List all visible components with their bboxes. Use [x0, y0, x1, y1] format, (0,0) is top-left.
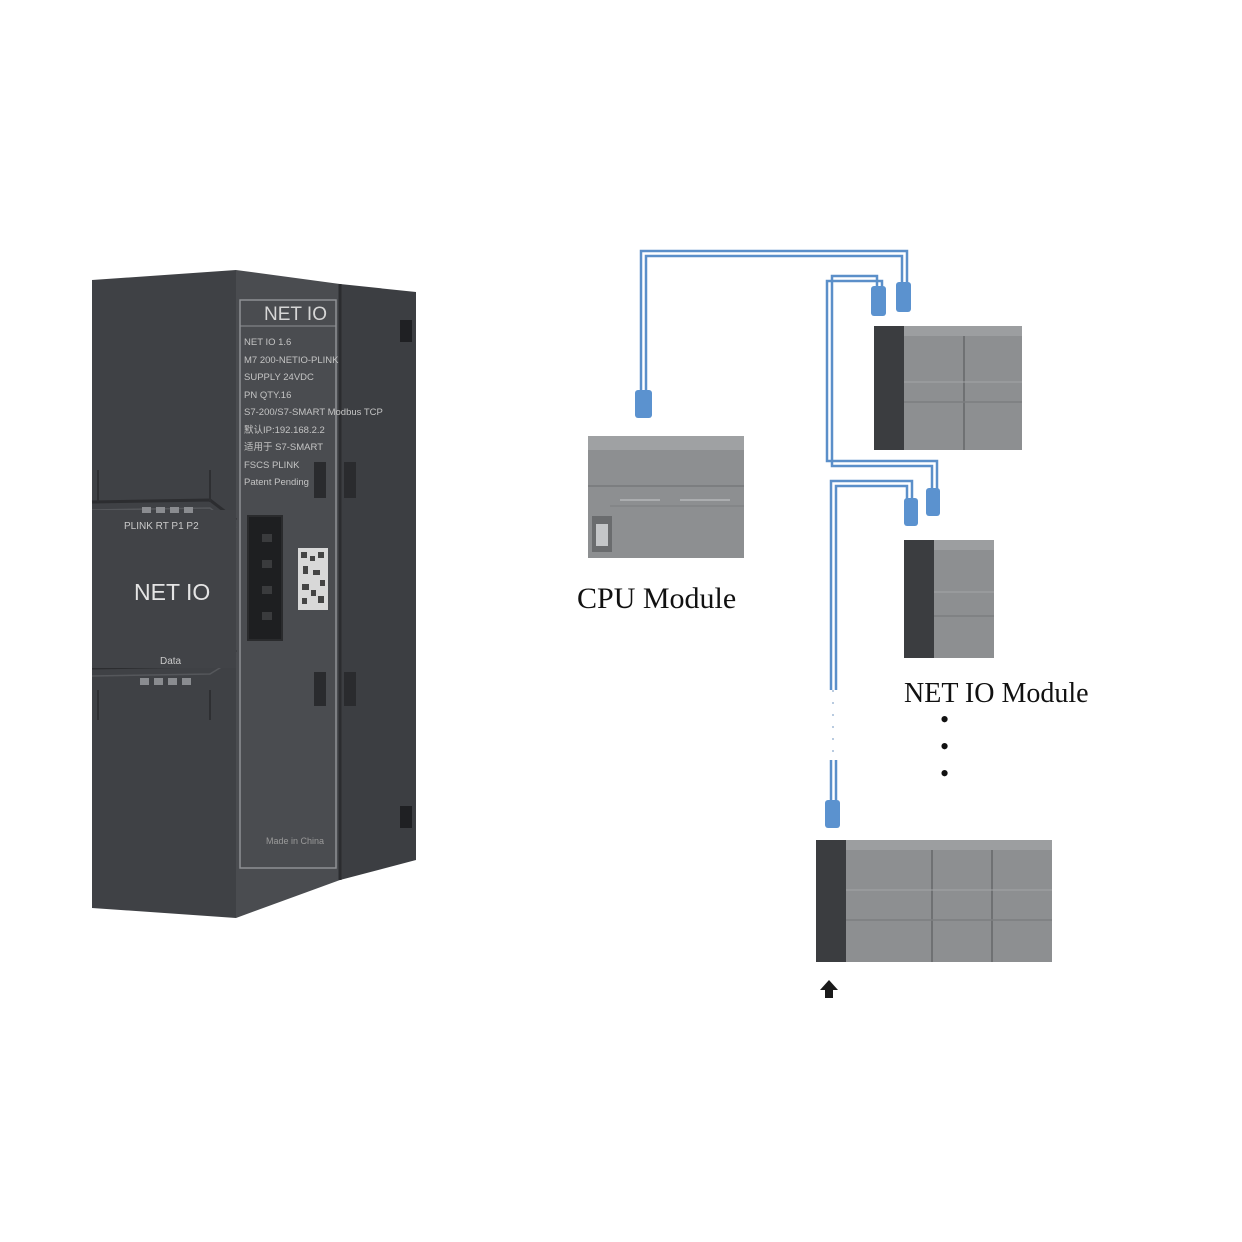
netio-stack-2: [904, 540, 994, 658]
led-labels: PLINK RT P1 P2: [124, 521, 199, 532]
data-label: Data: [160, 656, 182, 667]
netio-stack-3: [816, 840, 1052, 962]
spec-line: SUPPLY 24VDC: [244, 372, 314, 383]
spec-line: FSCS PLINK: [244, 459, 300, 471]
spec-line: NET IO 1.6: [244, 337, 292, 348]
ethernet-cables: [639, 249, 939, 800]
continuation-dots: • • •: [940, 705, 950, 788]
spec-line: PN QTY.16: [244, 389, 292, 401]
netio-module-label: NET IO Module: [904, 678, 1089, 709]
rj45-connectors: [635, 282, 940, 828]
spec-line: Patent Pending: [244, 477, 309, 488]
spec-line: S7-200/S7-SMART Modbus TCP: [244, 407, 383, 418]
spec-line: M7 200-NETIO-PLINK: [244, 354, 339, 366]
made-in-label: Made in China: [266, 836, 325, 846]
cpu-module-label: CPU Module: [577, 582, 737, 615]
netio-stack-1: [874, 326, 1022, 450]
spec-line: 适用于 S7-SMART: [244, 442, 324, 453]
cpu-module-illustration: [588, 436, 744, 558]
spec-lines: NET IO 1.6 M7 200-NETIO-PLINK SUPPLY 24VDC…: [244, 334, 383, 492]
product-side-title: NET IO: [264, 304, 327, 325]
spec-line: 默认IP:192.168.2.2: [244, 424, 325, 436]
product-front-title: NET IO: [134, 579, 211, 605]
up-arrow-icon: [820, 980, 838, 998]
